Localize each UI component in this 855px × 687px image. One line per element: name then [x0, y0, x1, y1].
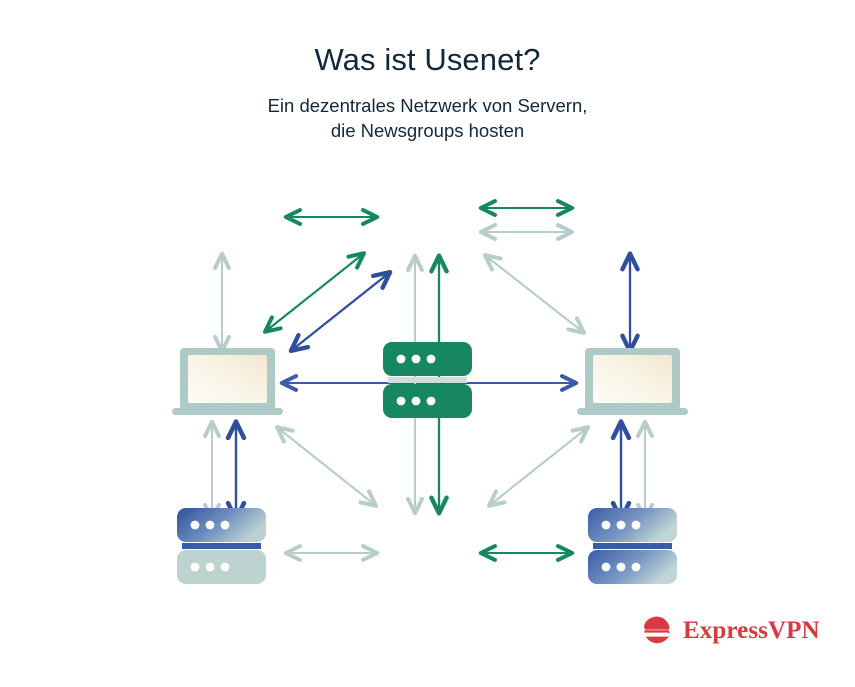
brand-logo: ExpressVPN	[640, 614, 820, 646]
connection-middleleft-topcenter-navy	[288, 269, 393, 354]
page-subtitle-line-1: Ein dezentrales Netzwerk von Servern,	[267, 95, 588, 116]
connection-topcenter-middleright	[483, 253, 586, 335]
expressvpn-e-logo-icon	[641, 616, 672, 644]
header: Was ist Usenet? Ein dezentrales Netzwerk…	[0, 0, 855, 143]
connection-bottomcenter-middleleft	[275, 425, 378, 508]
page-subtitle-line-2: die Newsgroups hosten	[330, 120, 525, 141]
network-diagram	[0, 160, 855, 610]
connection-bottomcenter-middleright	[487, 425, 590, 508]
brand-name: ExpressVPN	[683, 616, 820, 644]
connection-layer	[203, 199, 654, 562]
node-middle-left-server	[177, 508, 266, 584]
node-middle-right-server	[588, 508, 677, 584]
node-top-left-laptop	[172, 348, 283, 415]
page-subtitle: Ein dezentrales Netzwerk von Servern, di…	[0, 93, 855, 143]
node-top-right-laptop	[577, 348, 688, 415]
node-top-center-server	[383, 342, 472, 418]
page-title: Was ist Usenet?	[314, 42, 541, 77]
connection-middleleft-topcenter-green	[263, 251, 366, 334]
